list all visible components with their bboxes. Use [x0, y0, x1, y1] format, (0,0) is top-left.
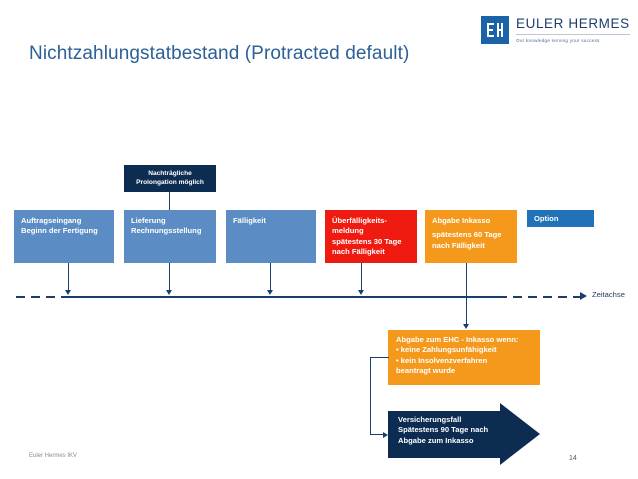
timeline-axis-label: Zeitachse	[592, 290, 625, 299]
stage-line-2: meldung	[332, 226, 364, 236]
page-title: Nichtzahlungstatbestand (Protracted defa…	[29, 43, 410, 64]
stage-box-ueberfaelligkeitsmeldung: Überfälligkeits- meldung spätestens 30 T…	[325, 210, 417, 263]
callout-line-1: Nachträgliche	[148, 170, 192, 177]
versicherungsfall-line-1: Versicherungsfall	[398, 415, 462, 424]
stage-line-4: nach Fälligkeit	[332, 246, 385, 256]
stage-box-auftragseingang: Auftragseingang Beginn der Fertigung	[14, 210, 114, 263]
timeline-dashed-right	[498, 296, 582, 298]
arrowhead-faelligkeit	[267, 290, 274, 295]
arrowhead-lieferung	[166, 290, 173, 295]
callout-nachtraegliche-prolongation: Nachträgliche Prolongation möglich	[124, 165, 216, 192]
timeline-arrow-icon	[580, 292, 587, 300]
arrowhead-ueberfaelligkeit	[358, 290, 365, 295]
stage-line-1: Fälligkeit	[233, 216, 266, 225]
arrowhead-auftragseingang	[65, 290, 72, 295]
versicherungsfall-arrow-box: Versicherungsfall Spätestens 90 Tage nac…	[388, 403, 540, 466]
ehc-heading: Abgabe zum EHC - Inkasso wenn:	[396, 335, 519, 344]
connector-lieferung-to-axis	[169, 263, 171, 291]
connector-abgabe-inkasso-to-ehc	[466, 263, 468, 325]
stage-box-lieferung: Lieferung Rechnungsstellung	[124, 210, 216, 263]
timeline-dashed-left	[16, 296, 70, 298]
connector-callout-to-lieferung	[169, 192, 171, 210]
connector-faelligkeit-to-axis	[270, 263, 272, 291]
stage-line-2: Beginn der Fertigung	[21, 226, 98, 236]
arrowhead-abgabe-inkasso	[463, 324, 470, 329]
connector-ueberfaelligkeit-to-axis	[361, 263, 363, 291]
page-number: 14	[569, 455, 577, 462]
stage-line-3: spätestens 30 Tage	[332, 236, 402, 246]
versicherungsfall-line-3: Abgabe zum Inkasso	[398, 435, 474, 445]
timeline-solid	[68, 296, 500, 298]
callout-line-2: Prolongation möglich	[136, 178, 204, 186]
footer-source-label: Euler Hermes IKV	[29, 453, 78, 459]
legend-option-label: Option	[534, 214, 559, 223]
ehc-conditions-box: Abgabe zum EHC - Inkasso wenn: • keine Z…	[388, 330, 540, 385]
ehc-bullet-3: beantragt wurde	[396, 365, 456, 375]
stage-line-1: Auftragseingang	[21, 216, 82, 225]
stage-line-1: Lieferung	[131, 216, 166, 225]
connector-ehc-elbow-top	[370, 357, 389, 359]
connector-ehc-elbow-vertical	[370, 357, 372, 435]
logo-wordmark: EULER HERMES Our knowledge serving your …	[516, 16, 630, 45]
stage-box-faelligkeit: Fälligkeit	[226, 210, 316, 263]
stage-box-abgabe-inkasso: Abgabe Inkasso spätestens 60 Tage nach F…	[425, 210, 517, 263]
stage-line-1: Abgabe Inkasso	[432, 216, 491, 225]
eh-monogram-icon	[481, 16, 509, 44]
ehc-bullet-2: • kein Insolvenzverfahren	[396, 355, 488, 365]
euler-hermes-logo: EULER HERMES Our knowledge serving your …	[481, 16, 630, 50]
connector-ehc-elbow-bottom	[370, 434, 384, 436]
arrowhead-versicherungsfall	[383, 431, 388, 438]
stage-line-2: Rechnungsstellung	[131, 226, 202, 236]
stage-line-3: spätestens 60 Tage	[432, 230, 502, 240]
stage-line-1: Überfälligkeits-	[332, 216, 387, 225]
connector-auftragseingang-to-axis	[68, 263, 70, 291]
logo-company-name: EULER HERMES	[516, 16, 630, 31]
ehc-bullet-1: • keine Zahlungsunfähigkeit	[396, 345, 497, 355]
stage-line-4: nach Fälligkeit	[432, 240, 485, 250]
versicherungsfall-line-2: Spätestens 90 Tage nach	[398, 425, 489, 435]
logo-tagline: Our knowledge serving your success	[516, 33, 630, 45]
legend-option-box: Option	[527, 210, 594, 227]
